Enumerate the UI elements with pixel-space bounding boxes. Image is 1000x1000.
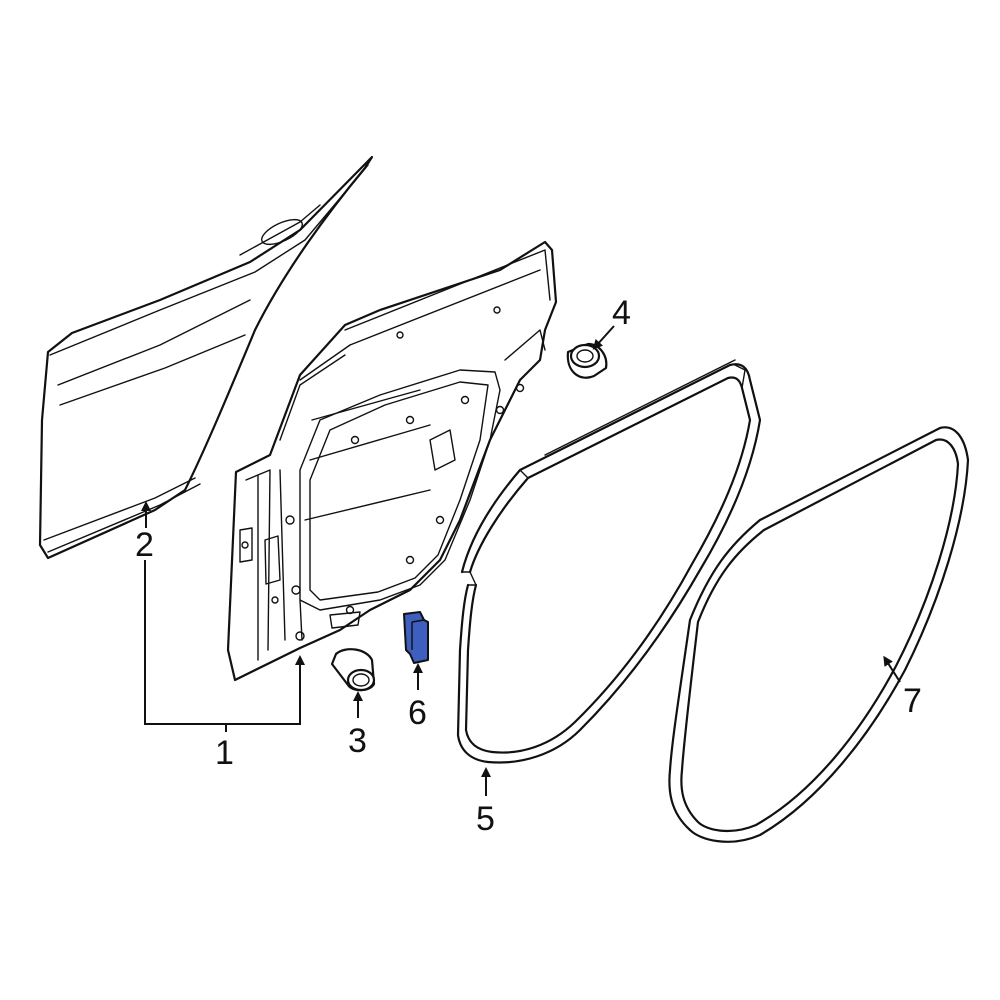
callout-5: 5 [476, 800, 495, 838]
callout-7: 7 [903, 682, 922, 720]
part-7-body-weatherstrip [668, 426, 970, 843]
part-1-door-frame [226, 240, 558, 682]
leader-1-bracket [144, 560, 305, 725]
callout-4: 4 [612, 294, 631, 332]
leader-4 [592, 325, 615, 350]
callout-6: 6 [408, 694, 427, 732]
leader-lines [141, 325, 901, 796]
callout-1: 1 [215, 734, 234, 772]
part-3-bumper [330, 648, 376, 692]
part-2-door-outer-panel [38, 155, 374, 560]
callout-2: 2 [135, 526, 154, 564]
leader-7 [883, 655, 901, 683]
part-4-grommet [566, 342, 608, 379]
callout-3: 3 [348, 722, 367, 760]
part-5-door-weatherstrip [456, 359, 762, 764]
part-6-seal-highlight [403, 611, 429, 664]
